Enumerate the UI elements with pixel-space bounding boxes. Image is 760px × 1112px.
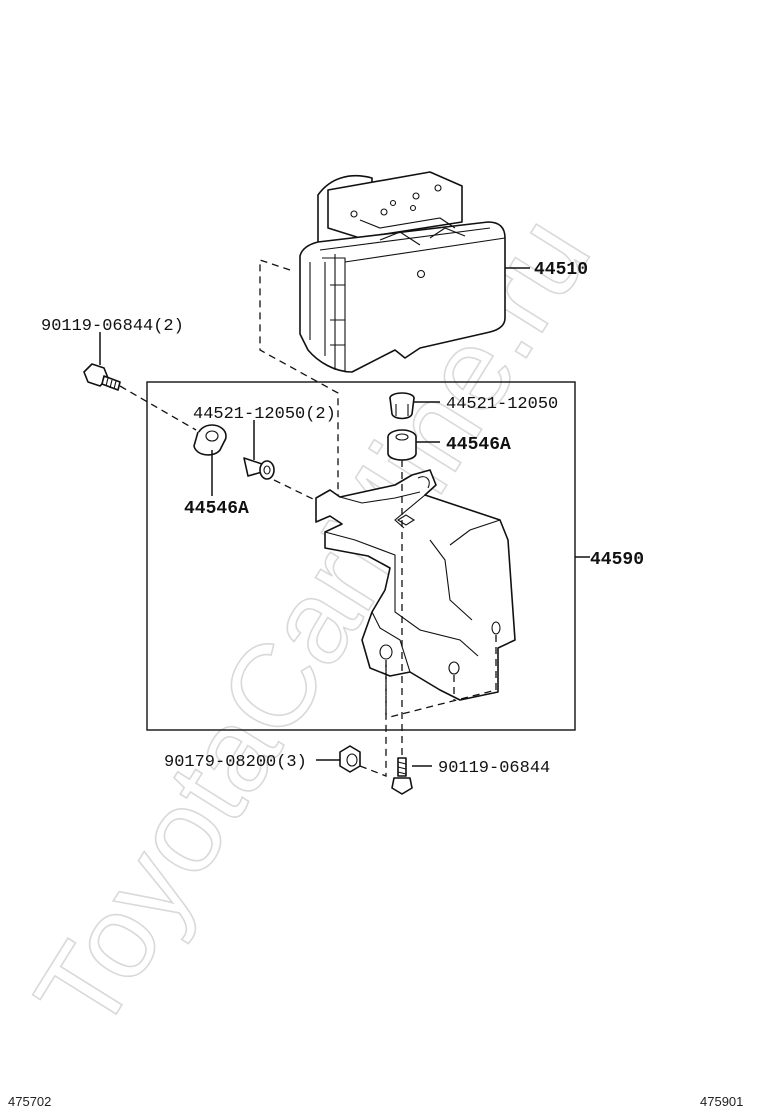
bolt-bottom-drawing[interactable] — [391, 757, 413, 795]
cushion-right-drawing[interactable] — [387, 429, 417, 461]
label-abs-actuator[interactable]: 44510 — [534, 260, 588, 280]
collar-left-drawing[interactable] — [243, 457, 275, 480]
collar-right-drawing[interactable] — [389, 392, 415, 420]
footer-left-code: 475702 — [8, 1094, 51, 1109]
cushion-left-drawing[interactable] — [193, 424, 227, 456]
bolt-top-left-guide — [119, 385, 197, 431]
label-bolt-bottom[interactable]: 90119-06844 — [438, 759, 550, 778]
footer-right-code: 475901 — [700, 1094, 743, 1109]
label-bolt-top-left[interactable]: 90119-06844(2) — [41, 317, 184, 336]
nut-drawing[interactable] — [339, 745, 361, 773]
label-collar-right[interactable]: 44521-12050 — [446, 395, 558, 414]
label-nut[interactable]: 90179-08200(3) — [164, 753, 307, 772]
label-collar-left[interactable]: 44521-12050(2) — [193, 405, 336, 424]
abs-actuator-drawing[interactable] — [299, 171, 506, 373]
label-bracket[interactable]: 44590 — [590, 550, 644, 570]
nut-guide — [359, 660, 387, 777]
collar-left-guide — [273, 479, 316, 501]
label-cushion-left[interactable]: 44546A — [184, 499, 249, 519]
actuator-dash-guide — [259, 259, 339, 500]
bracket-assembly-frame — [146, 381, 576, 731]
bracket-drawing[interactable] — [315, 469, 516, 701]
bolt-top-left-drawing[interactable] — [83, 363, 121, 391]
label-cushion-right[interactable]: 44546A — [446, 435, 511, 455]
